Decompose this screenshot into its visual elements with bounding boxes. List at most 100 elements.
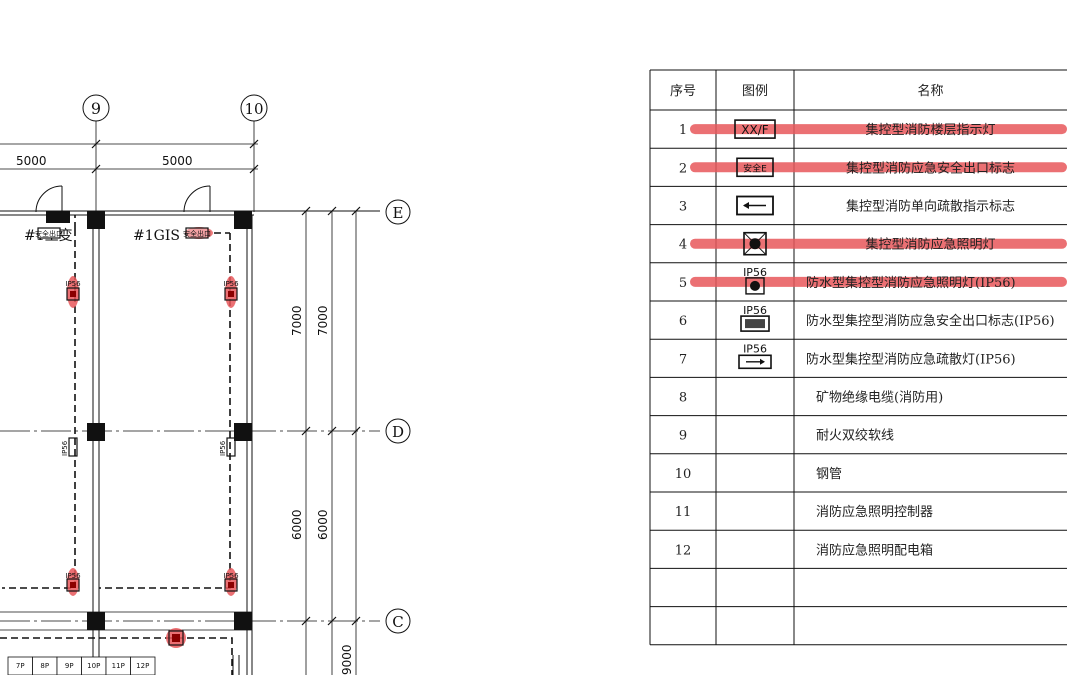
axis-bubble-10[interactable]: 10 bbox=[240, 94, 268, 122]
svg-text:IP56: IP56 bbox=[223, 572, 239, 580]
waterproof-evac-icon: IP56 bbox=[738, 342, 772, 370]
dim-cb-partial: 9000 bbox=[340, 644, 354, 675]
legend-row-name: 集控型消防楼层指示灯 bbox=[865, 122, 995, 138]
waterproof-light-1[interactable]: IP56 bbox=[65, 276, 81, 308]
room-label-gis: #1GIS bbox=[133, 228, 180, 244]
legend-row-no: 5 bbox=[679, 276, 687, 291]
waterproof-light-2[interactable]: IP56 bbox=[223, 276, 239, 308]
legend-row[interactable]: 10 钢管 bbox=[675, 467, 842, 482]
legend-row[interactable]: 9 耐火双绞软线 bbox=[679, 428, 894, 444]
exit-sign-left[interactable]: 安全出口 bbox=[35, 227, 63, 239]
emergency-light-bottom[interactable] bbox=[166, 628, 186, 648]
walls bbox=[0, 210, 380, 675]
cabinet-panel[interactable]: 9P bbox=[56, 656, 82, 675]
legend-header-icon: 图例 bbox=[742, 84, 768, 99]
direction-sign-icon bbox=[736, 195, 774, 216]
cabinet-panel-label: 7P bbox=[16, 662, 25, 670]
legend-row[interactable]: 4 集控型消防应急照明灯 bbox=[679, 231, 1067, 256]
evac-sign-right[interactable]: IP56 bbox=[219, 437, 236, 457]
waterproof-light-4[interactable]: IP56 bbox=[223, 568, 239, 596]
svg-text:安全E: 安全E bbox=[743, 162, 767, 174]
legend-row-name: 钢管 bbox=[816, 467, 842, 482]
exit-sign-icon: 安全E bbox=[736, 157, 774, 178]
legend-row-name: 集控型消防应急照明灯 bbox=[865, 237, 995, 253]
legend-row-name: 矿物绝缘电缆(消防用) bbox=[816, 390, 943, 406]
highlight-mark bbox=[690, 162, 1067, 173]
cabinet-panel[interactable]: 12P bbox=[130, 656, 156, 675]
legend-row-no: 4 bbox=[679, 238, 687, 253]
legend-row-no: 7 bbox=[679, 352, 687, 367]
waterproof-light-icon: IP56 bbox=[743, 266, 767, 295]
cabinet-panel-label: 9P bbox=[65, 662, 74, 670]
axis-label-9: 9 bbox=[91, 99, 101, 118]
cabinet-panel[interactable]: 11P bbox=[105, 656, 131, 675]
cabinet-panel-label: 12P bbox=[136, 662, 149, 670]
dim-dc-b: 6000 bbox=[316, 509, 330, 540]
legend-row-no: 3 bbox=[679, 200, 687, 215]
door-right bbox=[183, 185, 211, 213]
dim-ed-a: 7000 bbox=[290, 305, 304, 336]
legend-row-no: 2 bbox=[679, 161, 687, 176]
legend-row-no: 12 bbox=[675, 543, 692, 558]
floor-indicator-icon: XX/F bbox=[734, 119, 776, 139]
legend-row-name: 消防应急照明控制器 bbox=[816, 504, 933, 520]
floor-plan: 9 10 5000 5000 bbox=[0, 94, 411, 675]
legend-row[interactable]: 2 安全E 集控型消防应急安全出口标志 bbox=[679, 157, 1067, 178]
svg-text:IP56: IP56 bbox=[743, 342, 767, 355]
legend-row-name: 防水型集控型消防应急安全出口标志(IP56) bbox=[806, 313, 1055, 329]
svg-text:IP56: IP56 bbox=[223, 280, 239, 288]
top-dimension: 5000 5000 bbox=[0, 139, 259, 174]
legend-row[interactable]: 5 IP56 防水型集控型消防应急照明灯(IP56) bbox=[679, 266, 1067, 295]
svg-text:IP56: IP56 bbox=[65, 572, 81, 580]
axis-bubble-9[interactable]: 9 bbox=[82, 94, 110, 122]
cabinet-panel[interactable]: 8P bbox=[32, 656, 58, 675]
dim-ed-b: 7000 bbox=[316, 305, 330, 336]
waterproof-light-3[interactable]: IP56 bbox=[65, 568, 81, 596]
evac-sign-left[interactable]: IP56 bbox=[61, 437, 78, 457]
legend-header-name: 名称 bbox=[917, 83, 943, 99]
svg-text:IP56: IP56 bbox=[219, 440, 227, 456]
svg-text:IP56: IP56 bbox=[743, 266, 767, 279]
svg-text:C: C bbox=[392, 613, 403, 631]
legend-row-no: 9 bbox=[679, 429, 687, 444]
legend-row-name: 防水型集控型消防应急照明灯(IP56) bbox=[806, 275, 1016, 291]
right-dimensions bbox=[301, 206, 361, 675]
cabinet-panel-label: 8P bbox=[40, 662, 49, 670]
cabinet-panel-row: 7P 8P 9P 10P 11P 12P bbox=[7, 656, 156, 675]
cabinet-panel-label: 10P bbox=[87, 662, 100, 670]
axis-bubble-E[interactable]: E bbox=[385, 199, 411, 225]
cabinet-panel[interactable]: 10P bbox=[81, 656, 107, 675]
legend-row-no: 8 bbox=[679, 391, 687, 406]
legend-header-no: 序号 bbox=[670, 84, 696, 99]
cabinet-panel[interactable]: 7P bbox=[7, 656, 33, 675]
exit-sign-right[interactable]: 安全出口 bbox=[183, 227, 213, 239]
svg-text:IP56: IP56 bbox=[61, 440, 69, 456]
door-left bbox=[35, 185, 63, 213]
legend-row[interactable]: 8 矿物绝缘电缆(消防用) bbox=[679, 390, 943, 406]
legend-row[interactable]: 3 集控型消防单向疏散指示标志 bbox=[679, 195, 1015, 216]
axis-bubble-D[interactable]: D bbox=[385, 418, 411, 444]
svg-text:D: D bbox=[392, 423, 404, 441]
svg-text:安全出口: 安全出口 bbox=[35, 229, 63, 238]
legend-row-name: 耐火双绞软线 bbox=[816, 428, 894, 444]
legend-row-name: 集控型消防应急安全出口标志 bbox=[846, 160, 1015, 176]
legend-row-name: 集控型消防单向疏散指示标志 bbox=[846, 199, 1015, 215]
svg-text:安全出口: 安全出口 bbox=[183, 229, 211, 238]
dim-span-right: 5000 bbox=[162, 154, 193, 168]
highlight-mark bbox=[690, 124, 1067, 135]
svg-text:E: E bbox=[393, 204, 404, 222]
legend-row-no: 10 bbox=[675, 467, 692, 482]
wiring-routes bbox=[0, 215, 233, 675]
highlight-mark bbox=[690, 238, 1067, 249]
highlight-mark bbox=[690, 276, 1067, 287]
dim-dc-a: 6000 bbox=[290, 509, 304, 540]
svg-text:IP56: IP56 bbox=[743, 304, 767, 317]
axis-bubble-C[interactable]: C bbox=[385, 608, 411, 634]
